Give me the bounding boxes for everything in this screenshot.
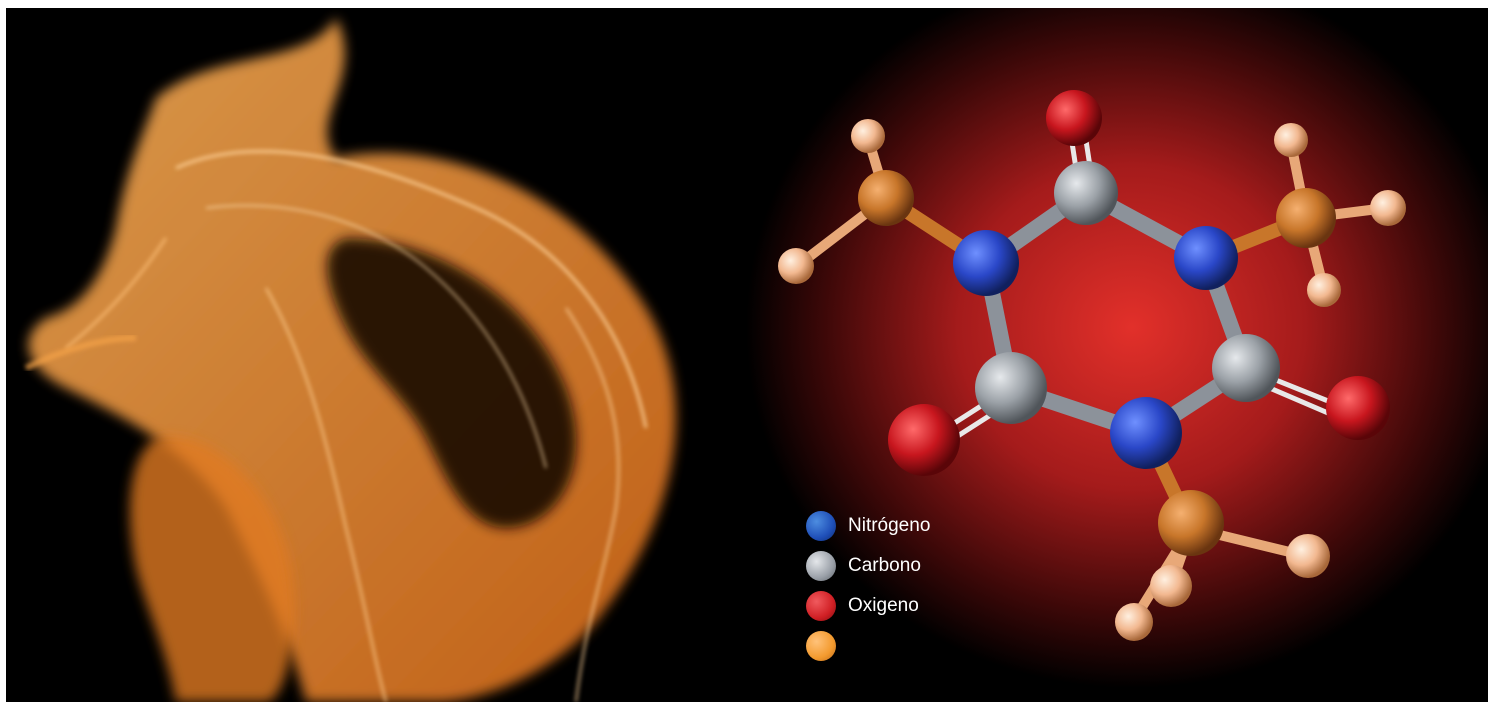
legend-label: Carbono <box>848 555 921 576</box>
carbon-swatch-icon <box>806 551 836 581</box>
molecule-model <box>778 90 1406 641</box>
oxygen-swatch-icon <box>806 591 836 621</box>
legend-item-methyl <box>806 626 1006 666</box>
photo-stage: Nitrógeno Carbono Oxigeno <box>6 8 1488 702</box>
legend-label: Oxigeno <box>848 595 919 616</box>
methyl-swatch-icon <box>806 631 836 661</box>
legend-item-carbon: Carbono <box>806 546 1006 586</box>
legend-item-oxygen: Oxigeno <box>806 586 1006 626</box>
legend-label: Nitrógeno <box>848 515 931 536</box>
flame-image <box>24 18 676 702</box>
legend-item-nitrogen: Nitrógeno <box>806 506 1006 546</box>
nitrogen-swatch-icon <box>806 511 836 541</box>
atom-legend: Nitrógeno Carbono Oxigeno <box>806 506 1006 666</box>
